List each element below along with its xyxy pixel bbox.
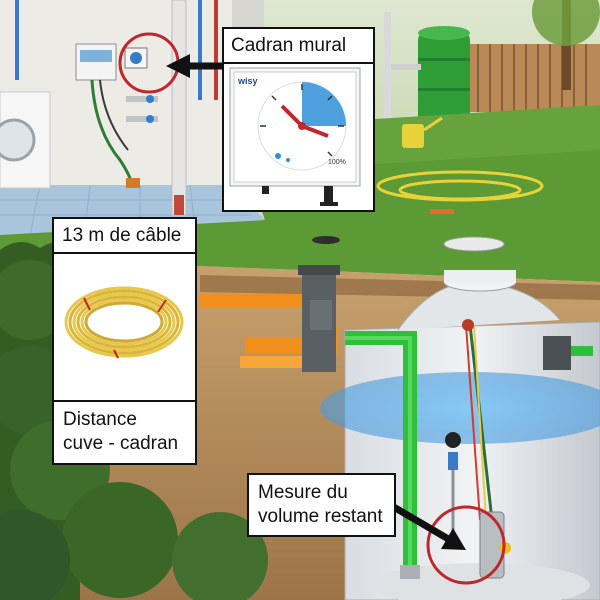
cable-coil-image — [64, 286, 184, 359]
remaining-volume-line1: Mesure du — [258, 482, 348, 503]
valves — [126, 95, 158, 123]
dial-needle — [280, 104, 304, 128]
arrow-to-sensor — [390, 502, 466, 550]
distance-caption-line1: Distance — [63, 409, 137, 430]
washing-machine — [0, 91, 51, 189]
wall-dial-closeup: wisy 100% — [229, 67, 361, 206]
distance-caption-line2: cuve - cadran — [63, 433, 179, 454]
submersible-pump — [479, 511, 511, 579]
manifold — [298, 265, 340, 372]
downpipe — [384, 12, 421, 132]
water-level — [320, 372, 600, 444]
dial-brand-logo: wisy — [237, 76, 258, 86]
control-box — [75, 43, 140, 188]
tree — [532, 0, 600, 90]
garden-hose — [376, 170, 544, 214]
tank-lid — [312, 236, 505, 252]
remaining-volume-callout: Mesure du volume restant — [247, 473, 396, 537]
cable-callout: 13 m de câble Distance cuve - cadran — [52, 217, 197, 465]
remaining-volume-line2: volume restant — [258, 506, 383, 527]
wall-dial-callout: Cadran mural wisy 100% — [222, 27, 375, 212]
small-wall-dial — [124, 47, 148, 69]
sensor-highlight-ring — [426, 505, 506, 585]
dial-full-mark: 100% — [328, 159, 346, 166]
pressure-switch — [543, 336, 593, 370]
remaining-volume-label: Mesure du volume restant — [249, 475, 394, 535]
watering-can — [402, 116, 443, 148]
sensor-cables — [462, 319, 494, 521]
distance-caption: Distance cuve - cadran — [54, 400, 195, 463]
cable-length-label: 13 m de câble — [54, 219, 195, 254]
wall-dial-label: Cadran mural — [224, 29, 373, 64]
wooden-fence — [455, 44, 600, 112]
green-rain-barrel — [418, 26, 470, 124]
green-supply-pipe — [345, 331, 420, 579]
